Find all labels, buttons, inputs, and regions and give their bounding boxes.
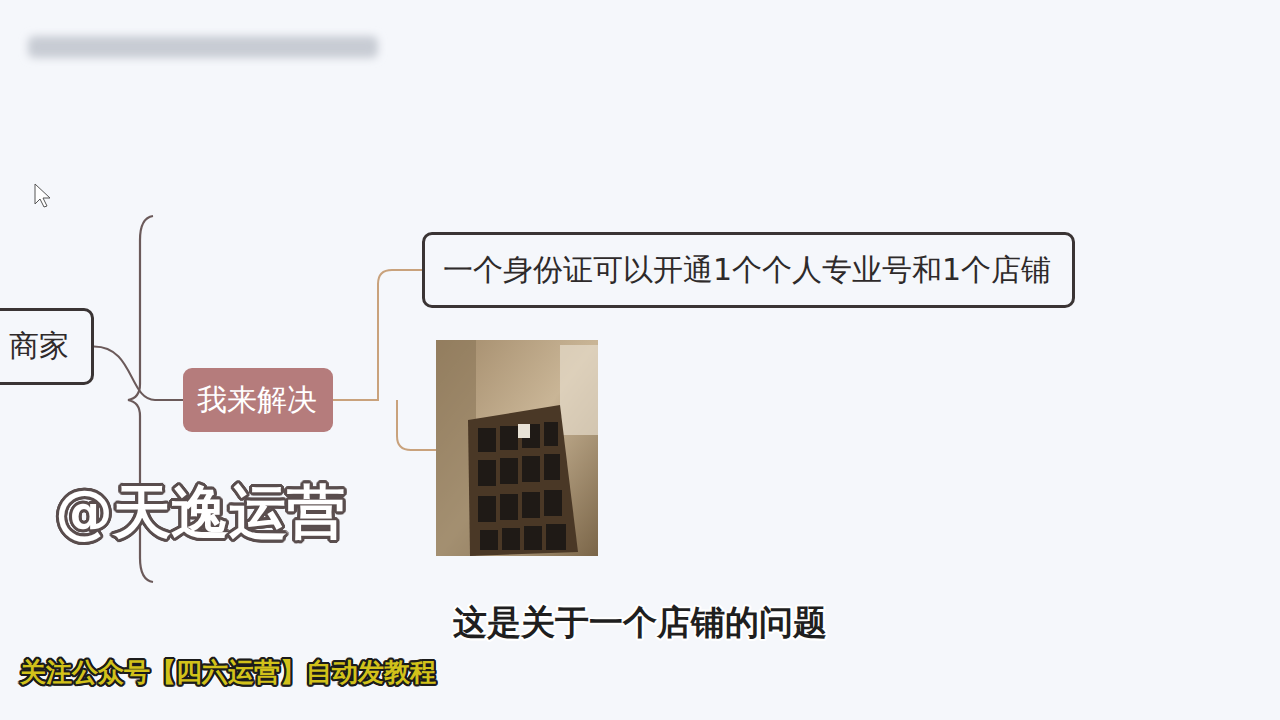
root-box: 商家 <box>0 308 94 385</box>
mouse-cursor <box>35 184 50 207</box>
connector <box>94 347 183 401</box>
connector-line <box>333 270 422 400</box>
watermark: @天逸运营 <box>55 474 345 552</box>
subtitle: 这是关于一个店铺的问题 <box>453 600 827 646</box>
node-text: 商家 <box>9 326 69 367</box>
phone-rack-photo <box>436 340 598 556</box>
branch-box: 我来解决 <box>183 368 333 432</box>
leaf-box: 一个身份证可以开通1个个人专业号和1个店铺 <box>422 232 1075 308</box>
node-text: 我来解决 <box>197 380 317 421</box>
promo-note: 关注公众号【四六运营】自动发教程 <box>20 655 436 690</box>
node-text: 一个身份证可以开通1个个人专业号和1个店铺 <box>443 250 1051 291</box>
connector <box>333 270 422 400</box>
blurred-header <box>28 36 378 58</box>
branch-line <box>397 400 436 450</box>
connector-line <box>94 347 183 401</box>
